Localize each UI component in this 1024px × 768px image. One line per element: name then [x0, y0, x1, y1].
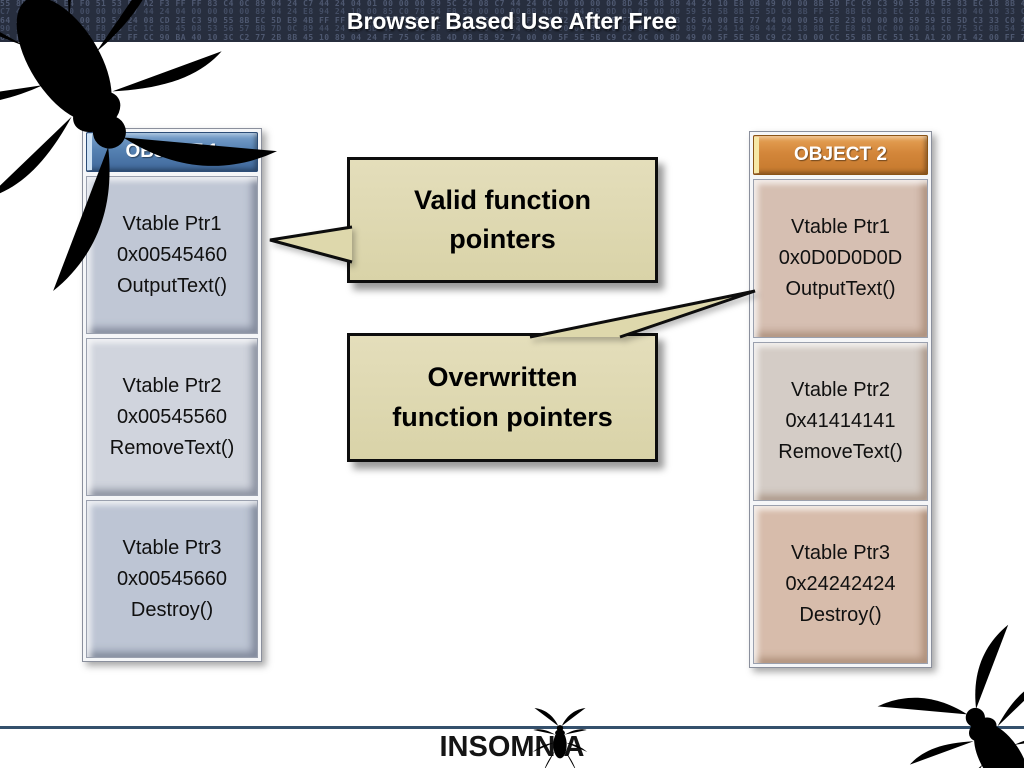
object2-cell-vtable3: Vtable Ptr3 0x24242424 Destroy()	[753, 505, 928, 664]
cell-line: Vtable Ptr2	[122, 374, 222, 397]
cockroach-icon	[532, 707, 588, 768]
cell-line: OutputText()	[785, 278, 896, 300]
callout-overwritten-pointers: Overwritten function pointers	[347, 333, 658, 462]
cell-line: 0x0D0D0D0D	[778, 247, 903, 269]
hexdump-row: 55 8B EC 83 E4 F0 51 53 E8 A2 F3 FF FF 8…	[0, 0, 1024, 8]
cell-line: Destroy()	[130, 598, 214, 621]
cell-line: Vtable Ptr3	[122, 536, 222, 559]
cell-line: Vtable Ptr1	[791, 216, 890, 238]
callout-tail-right-icon	[529, 289, 756, 339]
object1-cell-vtable3: Vtable Ptr3 0x00545660 Destroy()	[86, 500, 258, 658]
callout-line: function pointers	[392, 401, 613, 432]
cell-line: Vtable Ptr3	[791, 542, 890, 564]
callout-valid-pointers: Valid function pointers	[347, 157, 658, 283]
cell-line: 0x41414141	[785, 410, 896, 432]
hexdump-background: 55 8B EC 83 E4 F0 51 53 E8 A2 F3 FF FF 8…	[0, 0, 1024, 42]
object2-cell-vtable1: Vtable Ptr1 0x0D0D0D0D OutputText()	[753, 179, 928, 338]
object1-cell-vtable2: Vtable Ptr2 0x00545560 RemoveText()	[86, 338, 258, 496]
cell-line: 0x00545460	[116, 243, 228, 266]
object2-header: OBJECT 2	[753, 135, 928, 175]
hexdump-row: C7 44 24 08 00 00 00 00 C7 44 24 04 00 0…	[0, 8, 1024, 17]
hexdump-row: 60 FF FF 50 E8 AF EB FF FF CC 90 BA 40 1…	[0, 33, 1024, 42]
cell-line: OutputText()	[116, 274, 228, 297]
object2-cell-vtable2: Vtable Ptr2 0x41414141 RemoveText()	[753, 342, 928, 501]
cell-line: 0x00545660	[116, 567, 228, 590]
cell-line: RemoveText()	[778, 441, 903, 463]
hexdump-row: 90 55 8B EC 83 E4 F8 83 EC 1C 8B 45 08 5…	[0, 25, 1024, 34]
cell-line: Destroy()	[799, 604, 882, 626]
hexdump-row: 64 A1 00 00 00 00 8D 54 24 08 CD 2E C3 9…	[0, 16, 1024, 25]
cell-line: 0x24242424	[785, 573, 896, 595]
cell-line: Vtable Ptr1	[122, 212, 222, 235]
footer-divider	[0, 726, 1024, 729]
object1-cell-vtable1: Vtable Ptr1 0x00545460 OutputText()	[86, 176, 258, 334]
callout-tail-left-icon	[269, 225, 353, 264]
cell-line: RemoveText()	[109, 436, 235, 459]
callout-line: Valid function	[413, 184, 591, 215]
object2-column: OBJECT 2 Vtable Ptr1 0x0D0D0D0D OutputTe…	[749, 131, 932, 668]
cell-line: Vtable Ptr2	[791, 379, 890, 401]
callout-line: Overwritten	[427, 362, 578, 393]
header-banner: 55 8B EC 83 E4 F0 51 53 E8 A2 F3 FF FF 8…	[0, 0, 1024, 42]
slide-title: Browser Based Use After Free	[346, 7, 678, 34]
cell-line: 0x00545560	[116, 405, 228, 428]
callout-line: pointers	[449, 224, 556, 254]
brand-text: INSOMNIA	[439, 731, 585, 763]
object1-column: OBJECT 1 Vtable Ptr1 0x00545460 OutputTe…	[82, 128, 262, 662]
